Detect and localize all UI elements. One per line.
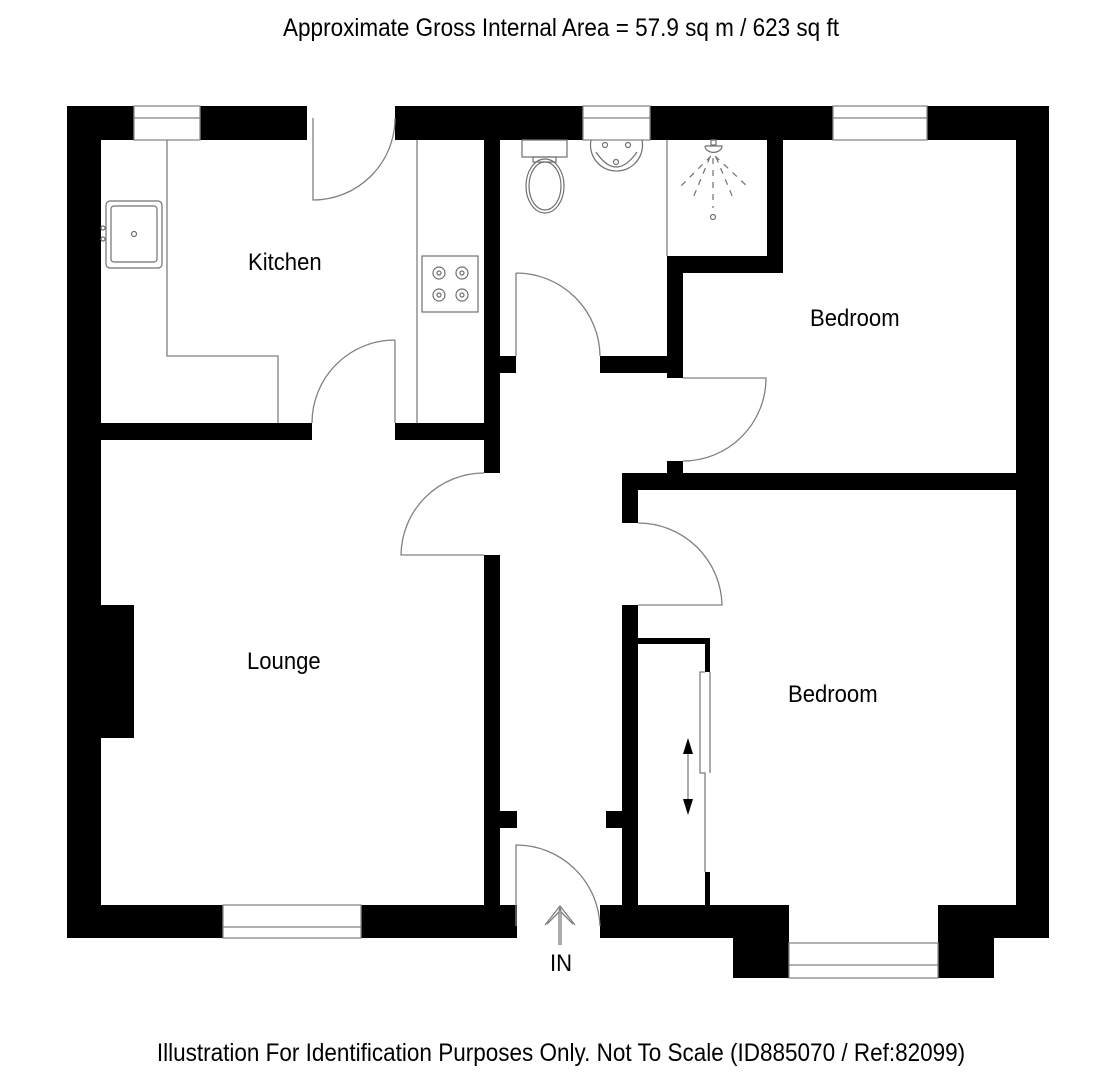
internal-walls — [101, 118, 1016, 938]
entrance-arrow-icon — [544, 904, 576, 945]
shower-icon — [666, 139, 750, 256]
entrance-label: IN — [550, 950, 573, 977]
room-label-bedroom-2: Bedroom — [788, 681, 878, 708]
kitchen-worktops — [166, 140, 418, 423]
room-label-kitchen: Kitchen — [248, 249, 322, 276]
hob-icon — [421, 255, 479, 313]
disclaimer-footer: Illustration For Identification Purposes… — [156, 1039, 966, 1067]
doors — [311, 117, 767, 927]
toilet-icon — [521, 139, 568, 214]
windows — [133, 105, 939, 979]
room-label-bedroom-1: Bedroom — [810, 305, 900, 332]
basin-icon — [589, 139, 644, 172]
sink-icon — [100, 200, 163, 269]
room-label-lounge: Lounge — [247, 648, 321, 675]
wardrobe-sliding-doors — [683, 671, 711, 872]
area-title: Approximate Gross Internal Area = 57.9 s… — [283, 14, 839, 42]
outer-walls — [67, 106, 1049, 978]
